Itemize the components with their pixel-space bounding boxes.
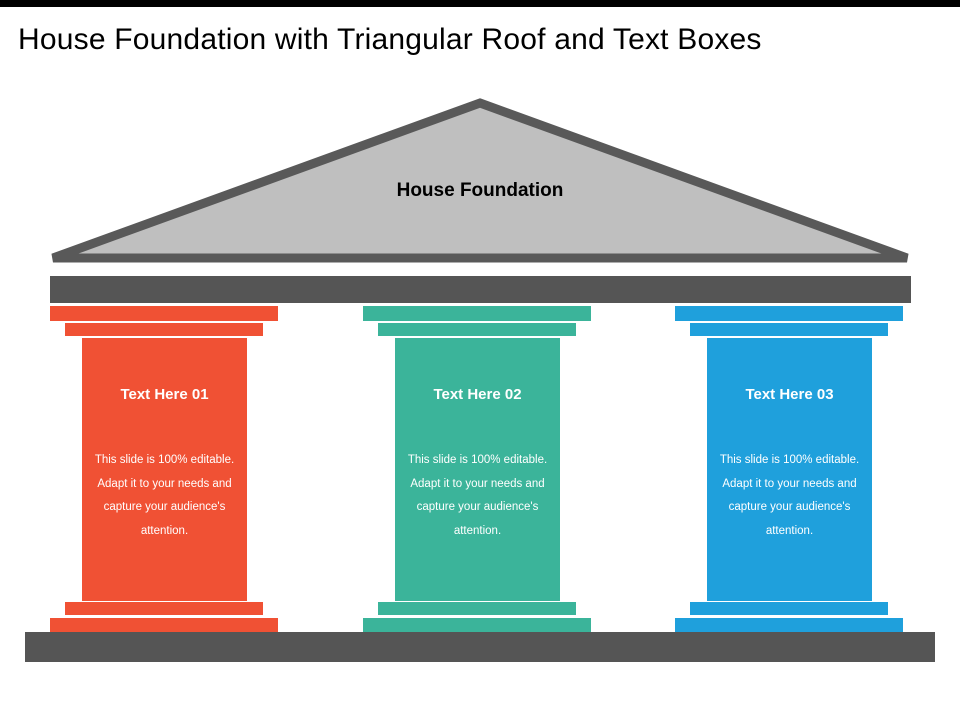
column-02-base-narrow (378, 602, 576, 615)
column-02-body: This slide is 100% editable. Adapt it to… (407, 454, 548, 537)
column-03[interactable]: Text Here 03 This slide is 100% editable… (675, 304, 903, 632)
column-01-base-narrow (65, 602, 263, 615)
roof-triangle[interactable] (48, 98, 912, 263)
floor-beam (25, 632, 935, 662)
column-03-body: This slide is 100% editable. Adapt it to… (719, 454, 860, 537)
column-03-heading: Text Here 03 (745, 386, 834, 403)
column-03-capital-wide (675, 306, 903, 321)
column-02-base-wide (363, 618, 591, 632)
column-03-capital-narrow (690, 323, 888, 336)
column-01-body: This slide is 100% editable. Adapt it to… (94, 454, 235, 537)
column-02-capital-narrow (378, 323, 576, 336)
column-01-capital-wide (50, 306, 278, 321)
column-02[interactable]: Text Here 02 This slide is 100% editable… (363, 304, 591, 632)
architrave-beam (50, 276, 911, 303)
column-03-base-wide (675, 618, 903, 632)
column-01-heading: Text Here 01 (120, 386, 209, 403)
top-rule-divider (0, 0, 960, 7)
column-01-base-wide (50, 618, 278, 632)
column-03-shaft[interactable]: Text Here 03 This slide is 100% editable… (707, 338, 872, 601)
roof-triangle-shape (51, 98, 909, 263)
column-01-shaft[interactable]: Text Here 01 This slide is 100% editable… (82, 338, 247, 601)
roof-label: House Foundation (396, 180, 564, 201)
column-02-shaft[interactable]: Text Here 02 This slide is 100% editable… (395, 338, 560, 601)
column-02-capital-wide (363, 306, 591, 321)
page-title: House Foundation with Triangular Roof an… (18, 23, 762, 56)
column-02-heading: Text Here 02 (433, 386, 522, 403)
column-01-capital-narrow (65, 323, 263, 336)
column-03-base-narrow (690, 602, 888, 615)
column-01[interactable]: Text Here 01 This slide is 100% editable… (50, 304, 278, 632)
